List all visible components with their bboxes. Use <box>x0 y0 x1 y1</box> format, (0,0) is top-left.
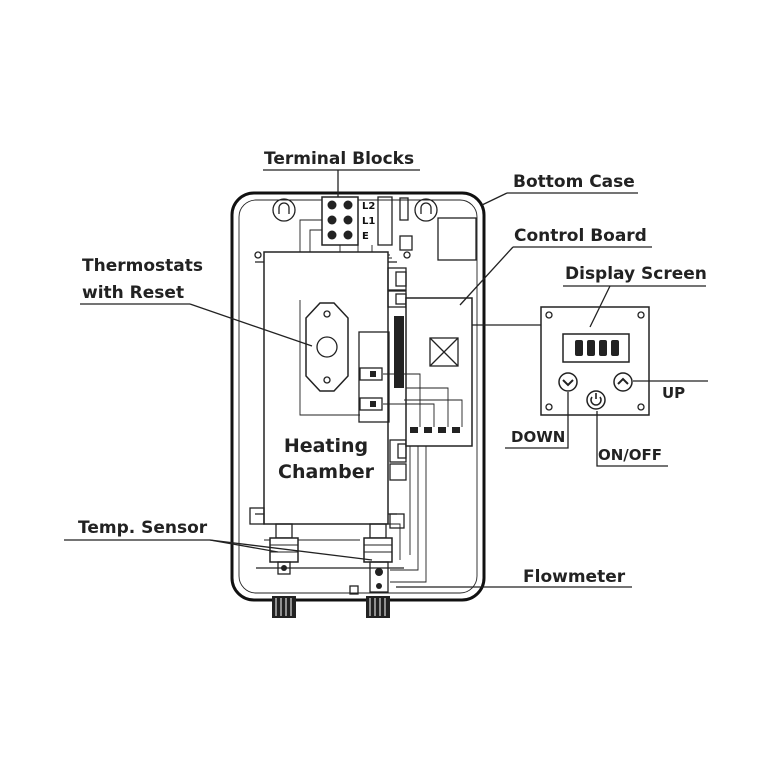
temp-sensor-label: Temp. Sensor <box>78 518 208 538</box>
on-off-label: ON/OFF <box>598 446 662 464</box>
display-screen-part <box>562 333 630 363</box>
leader-lines <box>64 169 708 588</box>
terminal-mark-l2: L2 <box>362 201 375 212</box>
thermostats-label-line1: Thermostats <box>82 256 203 276</box>
bottom-case-label: Bottom Case <box>513 172 635 192</box>
control-board-part <box>358 297 473 447</box>
water-inlet-left <box>269 523 299 618</box>
mounting-holes <box>254 198 438 259</box>
bottom-clip <box>349 585 359 595</box>
up-label: UP <box>662 384 685 402</box>
heating-chamber-label-line2: Chamber <box>278 461 375 483</box>
bottom-case-bracket <box>437 217 477 261</box>
terminal-mark-earth: E <box>362 231 369 242</box>
control-board-label: Control Board <box>514 226 647 246</box>
chevron-up-icon <box>617 377 629 385</box>
down-button[interactable] <box>558 372 578 392</box>
terminal-blocks-label: Terminal Blocks <box>264 149 414 169</box>
thermostat-part <box>305 302 349 392</box>
heating-chamber-label-line1: Heating <box>284 435 368 457</box>
chevron-down-icon <box>562 379 574 387</box>
power-button[interactable] <box>586 390 606 410</box>
flowmeter-label: Flowmeter <box>523 567 626 587</box>
up-button[interactable] <box>613 372 633 392</box>
power-icon <box>590 393 602 406</box>
terminal-blocks-part: L2 L1 E <box>321 196 413 272</box>
display-screen-label: Display Screen <box>565 264 707 284</box>
down-label: DOWN <box>511 428 565 446</box>
water-outlet-right <box>363 523 393 618</box>
terminal-mark-l1: L1 <box>362 216 375 227</box>
thermostats-label-line2: with Reset <box>82 283 184 303</box>
